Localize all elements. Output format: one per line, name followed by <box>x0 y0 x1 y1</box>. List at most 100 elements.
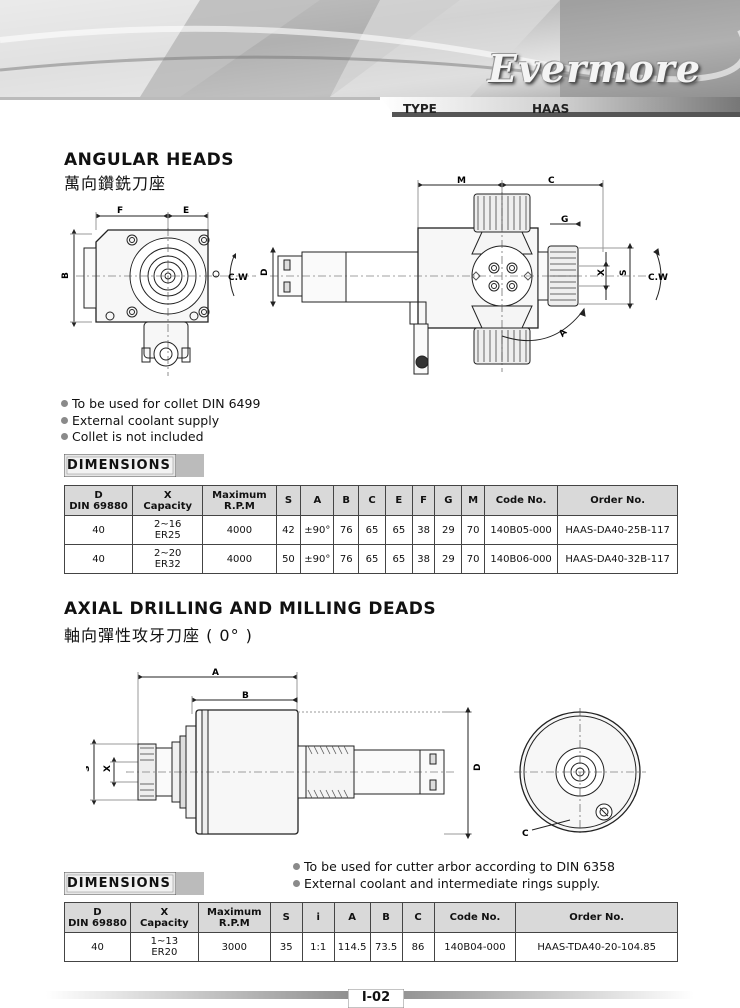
brand-logo: Evermore <box>488 46 701 91</box>
label-axial-c: C <box>522 829 529 839</box>
axial-side-view-drawing: A B S X D <box>86 668 483 840</box>
cell-rpm: 3000 <box>197 932 271 962</box>
cell-f: 38 <box>411 544 436 574</box>
cell-s: 42 <box>275 515 302 545</box>
cell-e: 65 <box>384 515 413 545</box>
col-a: A <box>300 485 335 516</box>
dimensions-tab-shape <box>64 872 204 895</box>
col-f: F <box>411 485 436 516</box>
cell-f: 38 <box>411 515 436 545</box>
axial-notes: To be used for cutter arbor according to… <box>293 859 615 892</box>
cell-c: 65 <box>358 515 386 545</box>
col-m: M <box>461 485 485 516</box>
cell-g: 29 <box>434 544 463 574</box>
cell-i: 1:1 <box>301 932 335 962</box>
col-s: S <box>269 902 303 933</box>
col-rpm: Maximum R.P.M <box>197 902 271 933</box>
dimensions-label-angular: DIMENSIONS <box>64 454 204 477</box>
col-g: G <box>434 485 463 516</box>
cell-code: 140B05-000 <box>483 515 559 545</box>
cell-d: 40 <box>63 544 134 574</box>
col-d: D DIN 69880 <box>63 485 134 516</box>
cell-d: 40 <box>64 932 131 962</box>
angular-front-view-drawing: F E B C.W <box>61 206 256 376</box>
angular-notes: To be used for collet DIN 6499 External … <box>61 396 260 446</box>
cell-rpm: 4000 <box>202 544 277 574</box>
cell-s: 50 <box>275 544 302 574</box>
angular-side-view-drawing: M C G D X S C.W A <box>260 176 668 375</box>
col-x: X Capacity <box>132 485 204 516</box>
cell-order: HAAS-DA40-25B-117 <box>557 515 678 545</box>
label-axial-x: X <box>103 765 113 772</box>
cell-a: ±90° <box>300 515 335 545</box>
bullet-icon <box>61 400 68 407</box>
cell-e: 65 <box>384 544 413 574</box>
cell-a: 114.5 <box>333 932 371 962</box>
label-cw-right: C.W <box>648 273 668 283</box>
col-c: C <box>358 485 386 516</box>
label-g: G <box>561 215 568 225</box>
label-e: E <box>183 206 189 216</box>
label-axial-b: B <box>242 691 249 701</box>
note-item: External coolant and intermediate rings … <box>293 876 615 893</box>
label-c: C <box>548 176 555 186</box>
cell-d: 40 <box>63 515 134 545</box>
dimensions-tab-shape <box>64 454 204 477</box>
cell-order: HAAS-TDA40-20-104.85 <box>515 932 678 962</box>
page-number-tab <box>348 989 404 1008</box>
label-axial-a: A <box>212 668 219 678</box>
cell-m: 70 <box>461 515 485 545</box>
label-a: A <box>557 328 569 340</box>
label-cw-left: C.W <box>228 273 248 283</box>
col-code: Code No. <box>433 902 517 933</box>
axial-heads-subtitle: 軸向彈性攻牙刀座 ( 0° ) <box>64 626 253 645</box>
col-order: Order No. <box>557 485 678 516</box>
col-order: Order No. <box>515 902 678 933</box>
bullet-icon <box>61 433 68 440</box>
col-d: D DIN 69880 <box>64 902 131 933</box>
cell-m: 70 <box>461 544 485 574</box>
cell-b: 73.5 <box>369 932 403 962</box>
bullet-icon <box>61 416 68 424</box>
bullet-icon <box>293 879 300 887</box>
note-item: Collet is not included <box>61 429 260 446</box>
note-item: To be used for collet DIN 6499 <box>61 396 260 413</box>
label-d: D <box>260 269 270 276</box>
col-code: Code No. <box>483 485 559 516</box>
col-a: A <box>333 902 371 933</box>
label-s: S <box>619 270 629 276</box>
col-s: S <box>275 485 302 516</box>
label-f: F <box>117 206 123 216</box>
table-header-row: D DIN 69880 X Capacity Maximum R.P.M S A… <box>63 485 678 516</box>
cell-b: 76 <box>333 515 360 545</box>
col-b: B <box>369 902 403 933</box>
cell-code: 140B04-000 <box>433 932 517 962</box>
note-item: To be used for cutter arbor according to… <box>293 859 615 876</box>
note-item: External coolant supply <box>61 413 260 430</box>
col-i: i <box>301 902 335 933</box>
cell-g: 29 <box>434 515 463 545</box>
axial-dimensions-table: D DIN 69880 X Capacity Maximum R.P.M S i… <box>64 902 678 962</box>
angular-heads-title: ANGULAR HEADS <box>64 150 234 170</box>
angular-dimensions-table: D DIN 69880 X Capacity Maximum R.P.M S A… <box>63 485 678 574</box>
angular-heads-subtitle: 萬向鑽銑刀座 <box>64 174 167 193</box>
label-b: B <box>61 272 71 279</box>
cell-order: HAAS-DA40-32B-117 <box>557 544 678 574</box>
label-x: X <box>597 269 607 276</box>
col-x: X Capacity <box>129 902 199 933</box>
bullet-icon <box>293 863 300 870</box>
col-e: E <box>384 485 413 516</box>
cell-code: 140B06-000 <box>483 544 559 574</box>
cell-s: 35 <box>269 932 303 962</box>
cell-rpm: 4000 <box>202 515 277 545</box>
label-m: M <box>457 176 466 186</box>
col-rpm: Maximum R.P.M <box>202 485 277 516</box>
dimensions-label-axial: DIMENSIONS <box>64 872 204 895</box>
type-label: TYPE <box>403 102 437 116</box>
page-number: I-02 <box>348 989 404 1008</box>
